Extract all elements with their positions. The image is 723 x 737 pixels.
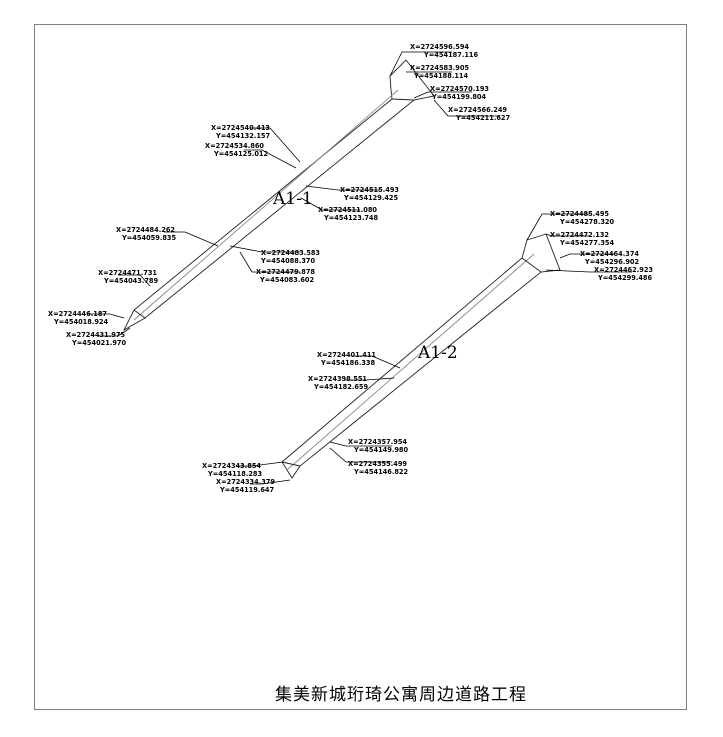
drawing-frame bbox=[34, 24, 687, 710]
coord-y: Y=454118.283 bbox=[207, 470, 263, 478]
coord-y: Y=454296.902 bbox=[584, 258, 640, 266]
coord-x: X=2724583.905 bbox=[410, 64, 469, 72]
road-a1-1-crossline-2 bbox=[133, 309, 146, 319]
coord-y: Y=454059.835 bbox=[121, 234, 177, 242]
coord-y: Y=454021.970 bbox=[71, 339, 127, 347]
coord-x: X=2724540.413 bbox=[211, 124, 270, 132]
coord-y: Y=454043.789 bbox=[103, 277, 159, 285]
coord-x: X=2724483.583 bbox=[261, 249, 320, 257]
coord-y: Y=454132.157 bbox=[215, 132, 271, 140]
leader-lines bbox=[88, 51, 632, 485]
coord-x: X=2724570.193 bbox=[430, 85, 489, 93]
drawing-title: 集美新城珩琦公寓周边道路工程 bbox=[275, 685, 527, 705]
coord-y: Y=454125.012 bbox=[213, 150, 269, 158]
coord-x: X=2724357.954 bbox=[348, 438, 407, 446]
road-a1-1-centerline bbox=[133, 89, 399, 321]
coord-y: Y=454211.627 bbox=[455, 114, 511, 122]
road-a1-2-crossline bbox=[521, 257, 542, 273]
coord-x: X=2724511.080 bbox=[318, 206, 377, 214]
coord-x: X=2724334.379 bbox=[216, 478, 275, 486]
coord-y: Y=454278.320 bbox=[559, 218, 615, 226]
coord-y: Y=454119.647 bbox=[219, 486, 275, 494]
coord-x: X=2724471.731 bbox=[98, 269, 157, 277]
coord-x: X=2724479.878 bbox=[256, 268, 315, 276]
coord-x: X=2724398.551 bbox=[308, 375, 367, 383]
coord-y: Y=454186.338 bbox=[320, 359, 376, 367]
coord-x: X=2724596.594 bbox=[410, 43, 469, 51]
coord-y: Y=454018.924 bbox=[53, 318, 109, 326]
road-a1-2-centerline bbox=[286, 253, 535, 471]
coord-x: X=2724446.187 bbox=[48, 310, 107, 318]
coord-x: X=2724343.854 bbox=[202, 462, 261, 470]
coord-y: Y=454083.602 bbox=[259, 276, 315, 284]
road-label-a1-2: A1-2 bbox=[417, 343, 458, 363]
coord-x: X=2724355.499 bbox=[348, 460, 407, 468]
road-a1-1-outline bbox=[122, 59, 435, 332]
coord-y: Y=454187.116 bbox=[423, 51, 479, 59]
road-a1-1-crossline bbox=[391, 98, 415, 101]
coord-x: X=2724515.493 bbox=[340, 186, 399, 194]
coord-x: X=2724464.374 bbox=[580, 250, 639, 258]
road-a1-1 bbox=[122, 59, 435, 332]
road-a1-2 bbox=[281, 233, 561, 479]
coord-y: Y=454146.822 bbox=[353, 468, 409, 476]
coord-y: Y=454199.804 bbox=[431, 93, 487, 101]
coord-x: X=2724566.249 bbox=[448, 106, 507, 114]
coord-x: X=2724462.923 bbox=[594, 266, 653, 274]
coord-x: X=2724431.975 bbox=[66, 331, 125, 339]
coord-x: X=2724534.860 bbox=[205, 142, 264, 150]
road-label-a1-1: A1-1 bbox=[272, 189, 313, 209]
coord-x: X=2724472.132 bbox=[550, 231, 609, 239]
coord-y: Y=454129.425 bbox=[343, 194, 399, 202]
coord-x: X=2724485.495 bbox=[550, 210, 609, 218]
road-a1-2-crossline-2 bbox=[281, 461, 301, 467]
coord-y: Y=454188.114 bbox=[413, 72, 469, 80]
coord-y: Y=454277.354 bbox=[559, 239, 615, 247]
coord-y: Y=454088.370 bbox=[260, 257, 316, 265]
coord-y: Y=454149.980 bbox=[353, 446, 409, 454]
coord-y: Y=454123.748 bbox=[323, 214, 379, 222]
coord-y: Y=454182.659 bbox=[313, 383, 369, 391]
coord-y: Y=454299.486 bbox=[597, 274, 653, 282]
coord-x: X=2724484.262 bbox=[116, 226, 175, 234]
coord-x: X=2724401.411 bbox=[317, 351, 376, 359]
